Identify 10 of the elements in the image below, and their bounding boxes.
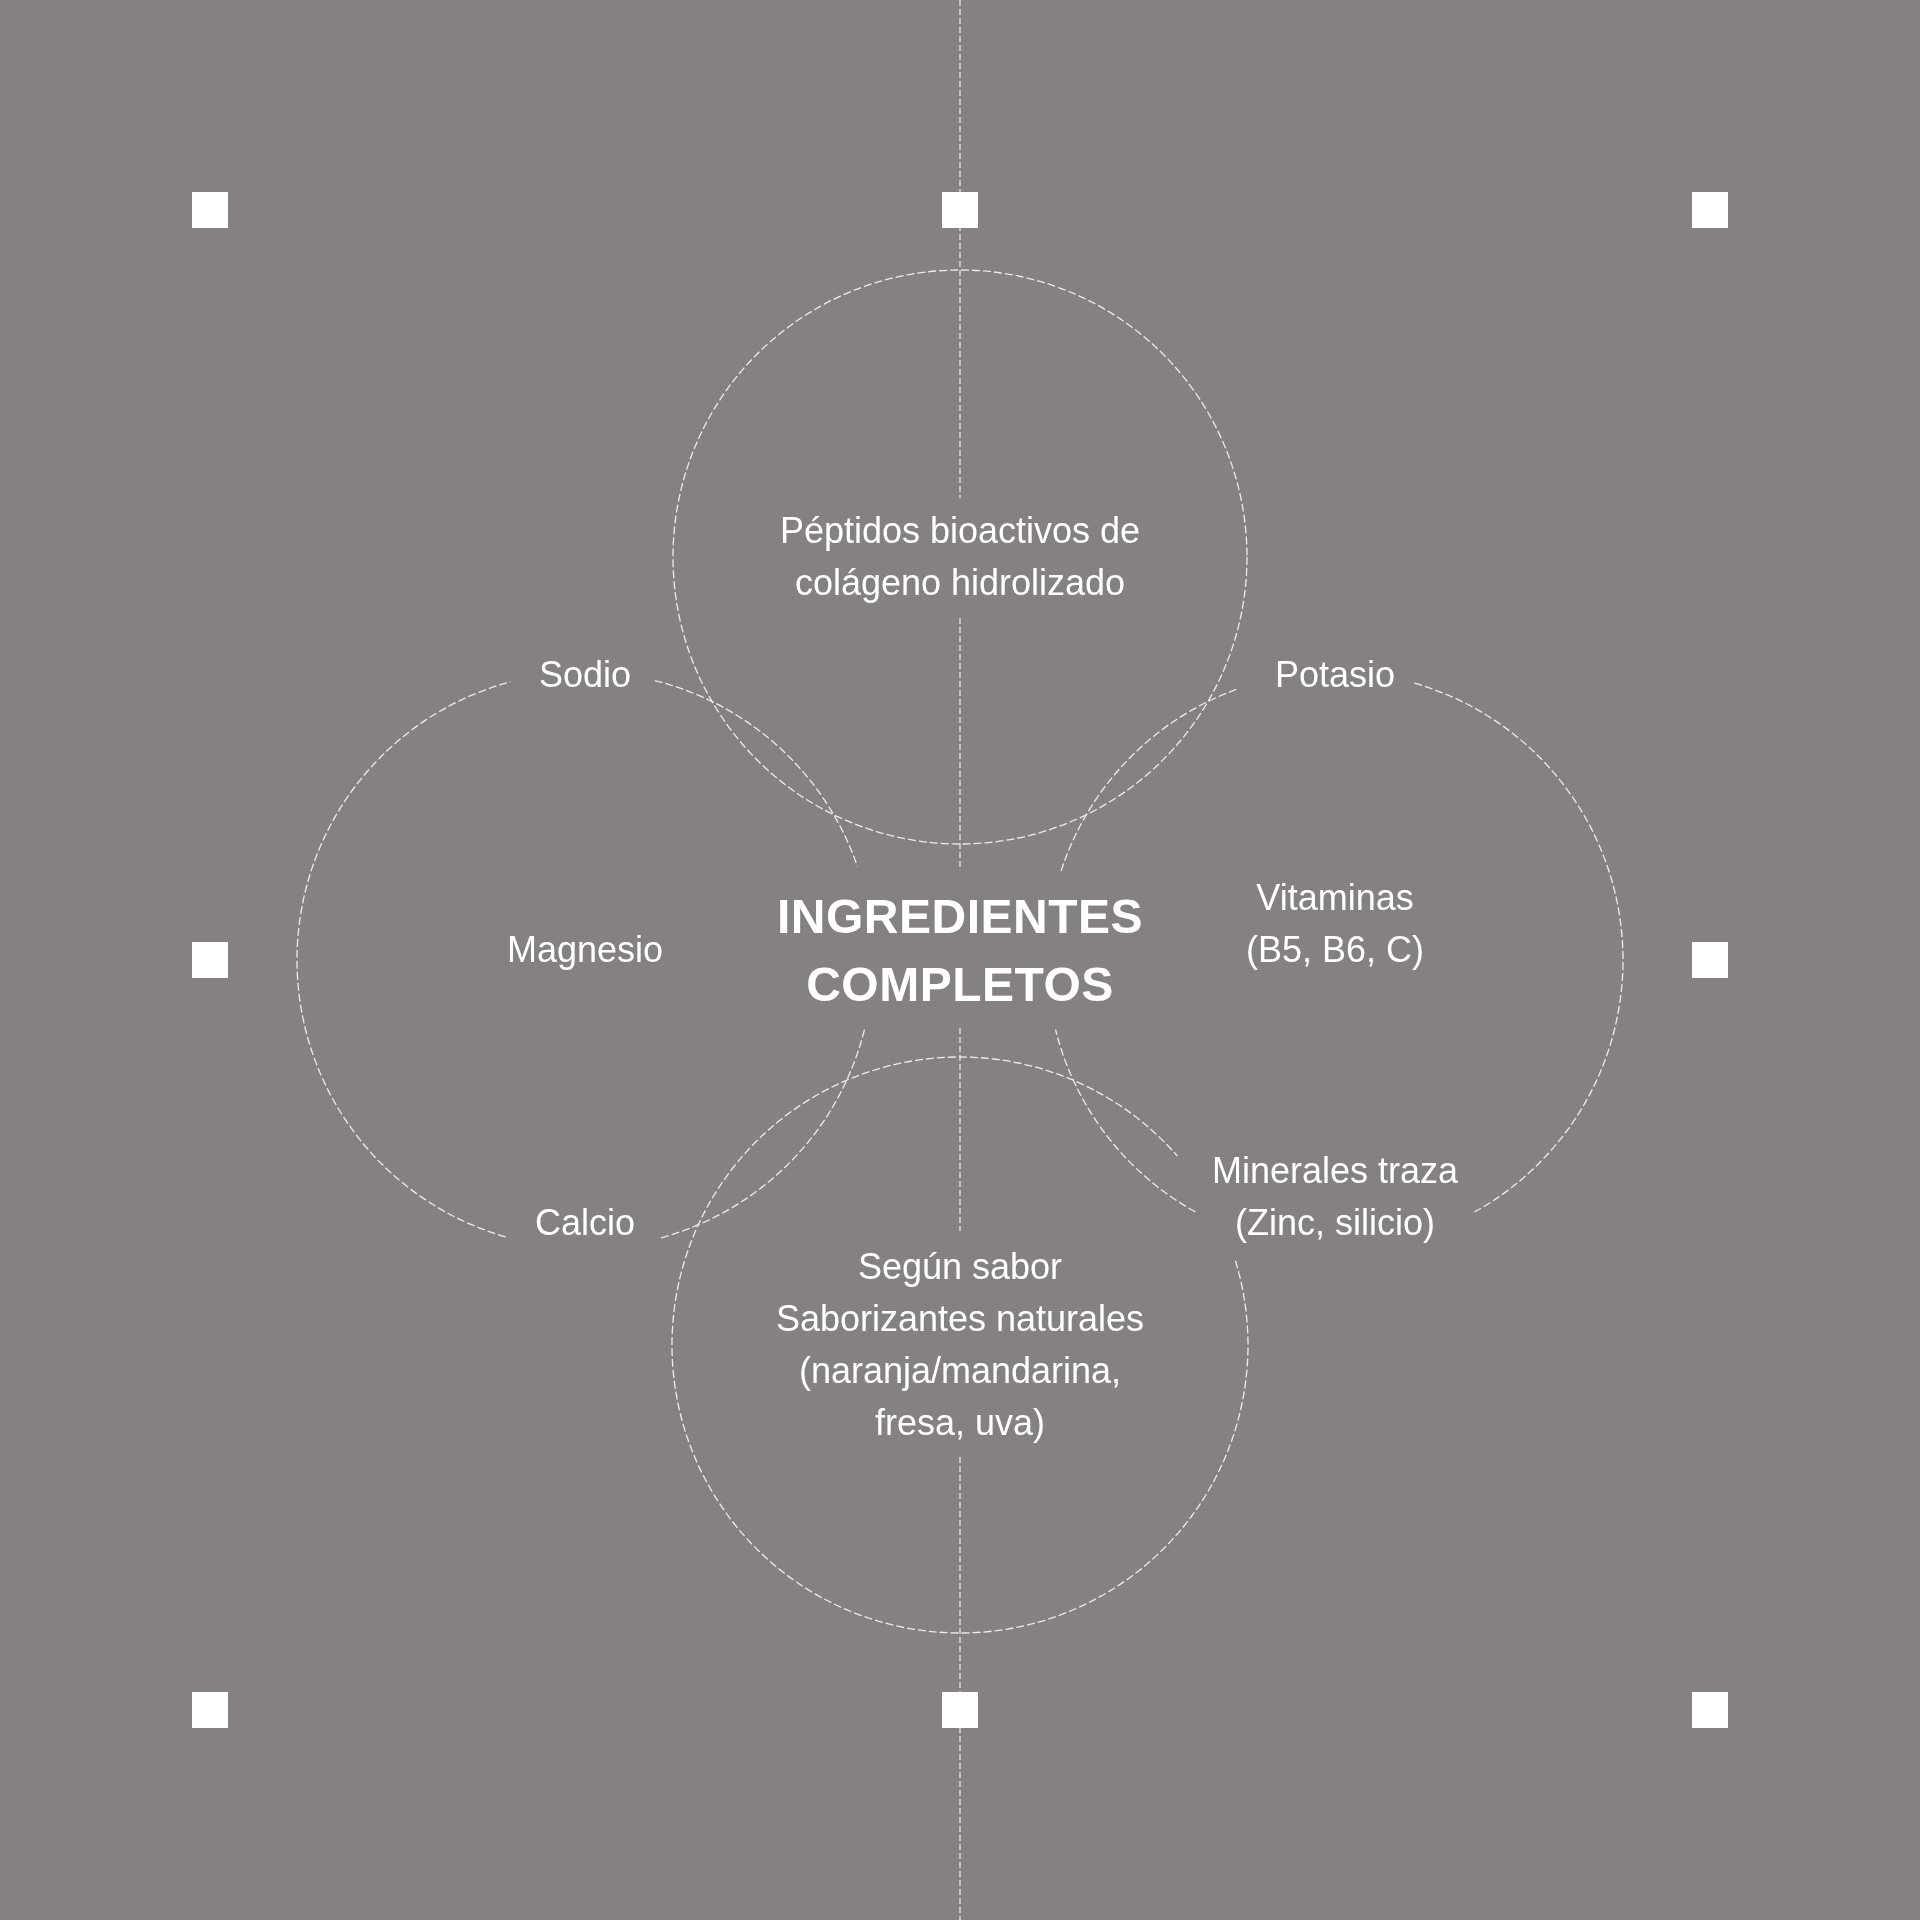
ingredient-label: Minerales traza (Zinc, silicio): [1210, 1149, 1460, 1245]
diagram-title: INGREDIENTES COMPLETOS: [775, 889, 1144, 1013]
ingredient-label: Saborizantes naturales (naranja/mandarina, fresa, uva): [774, 1297, 1146, 1445]
ingredient-label: Sodio: [538, 653, 632, 697]
ingredient-label: Según sabor: [857, 1245, 1063, 1289]
ingredient-label: Magnesio: [506, 928, 664, 972]
ingredient-label: Péptidos bioactivos de colágeno hidrolizado: [778, 509, 1142, 605]
ingredient-label: Vitaminas (B5, B6, C): [1244, 876, 1426, 972]
ingredient-label: Calcio: [535, 1201, 635, 1245]
ingredient-label: Potasio: [1274, 653, 1396, 697]
